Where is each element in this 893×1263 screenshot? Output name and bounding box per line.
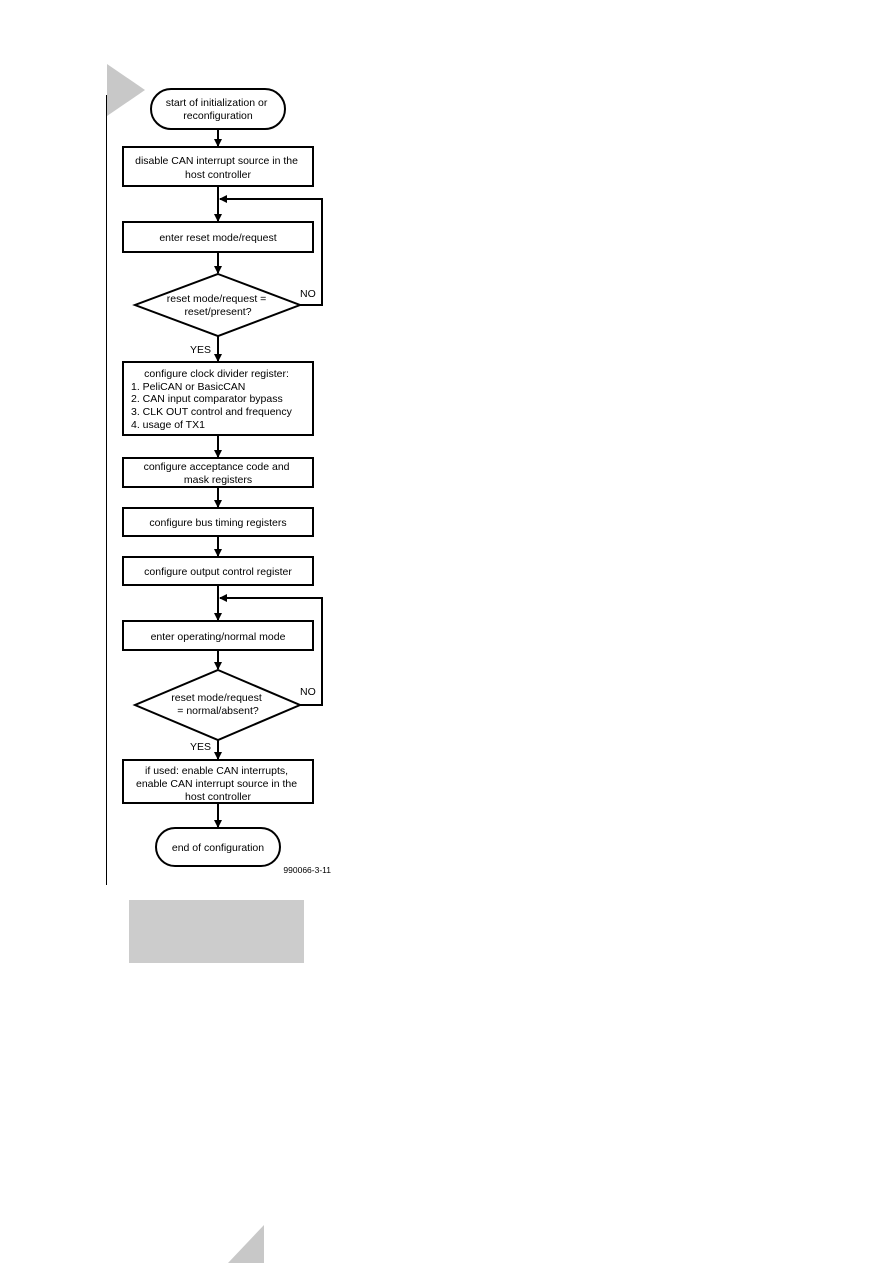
end-terminator bbox=[155, 827, 281, 867]
start-terminator bbox=[150, 88, 286, 130]
disable-interrupt-label: disable CAN interrupt source in the host… bbox=[135, 155, 301, 181]
no-label-reset: NO bbox=[300, 288, 316, 300]
start-label: start of initialization or reconfigurati… bbox=[166, 97, 270, 122]
configure-clock-box bbox=[122, 361, 314, 436]
configure-clock-label: configure clock divider register: 1. Pel… bbox=[131, 368, 295, 431]
corner-triangle-marker-bottom bbox=[228, 1225, 264, 1263]
normal-decision-label: reset mode/request = normal/absent? bbox=[171, 692, 264, 717]
flow-connectors bbox=[214, 129, 323, 828]
page-margin-rule bbox=[106, 95, 107, 885]
figure-id: 990066-3-11 bbox=[283, 865, 331, 875]
end-label: end of configuration bbox=[172, 842, 264, 854]
no-loop-reset bbox=[219, 195, 323, 306]
corner-triangle-marker bbox=[107, 64, 145, 116]
no-loop-normal bbox=[219, 594, 323, 706]
configure-output-box bbox=[122, 556, 314, 586]
configure-output-label: configure output control register bbox=[144, 566, 292, 578]
reset-decision-label: reset mode/request = reset/present? bbox=[167, 293, 269, 318]
configure-acceptance-box bbox=[122, 457, 314, 488]
enter-operating-box bbox=[122, 620, 314, 651]
configure-bus-timing-label: configure bus timing registers bbox=[149, 517, 286, 529]
enter-reset-label: enter reset mode/request bbox=[159, 232, 276, 244]
configure-acceptance-label: configure acceptance code and mask regis… bbox=[144, 461, 293, 486]
yes-label-reset: YES bbox=[190, 344, 211, 356]
reset-decision-diamond bbox=[132, 272, 303, 338]
gray-placeholder-block bbox=[129, 900, 304, 963]
enable-interrupt-label: if used: enable CAN interrupts, enable C… bbox=[136, 765, 300, 803]
no-label-normal: NO bbox=[300, 686, 316, 698]
yes-label-normal: YES bbox=[190, 741, 211, 753]
enter-operating-label: enter operating/normal mode bbox=[151, 631, 286, 643]
